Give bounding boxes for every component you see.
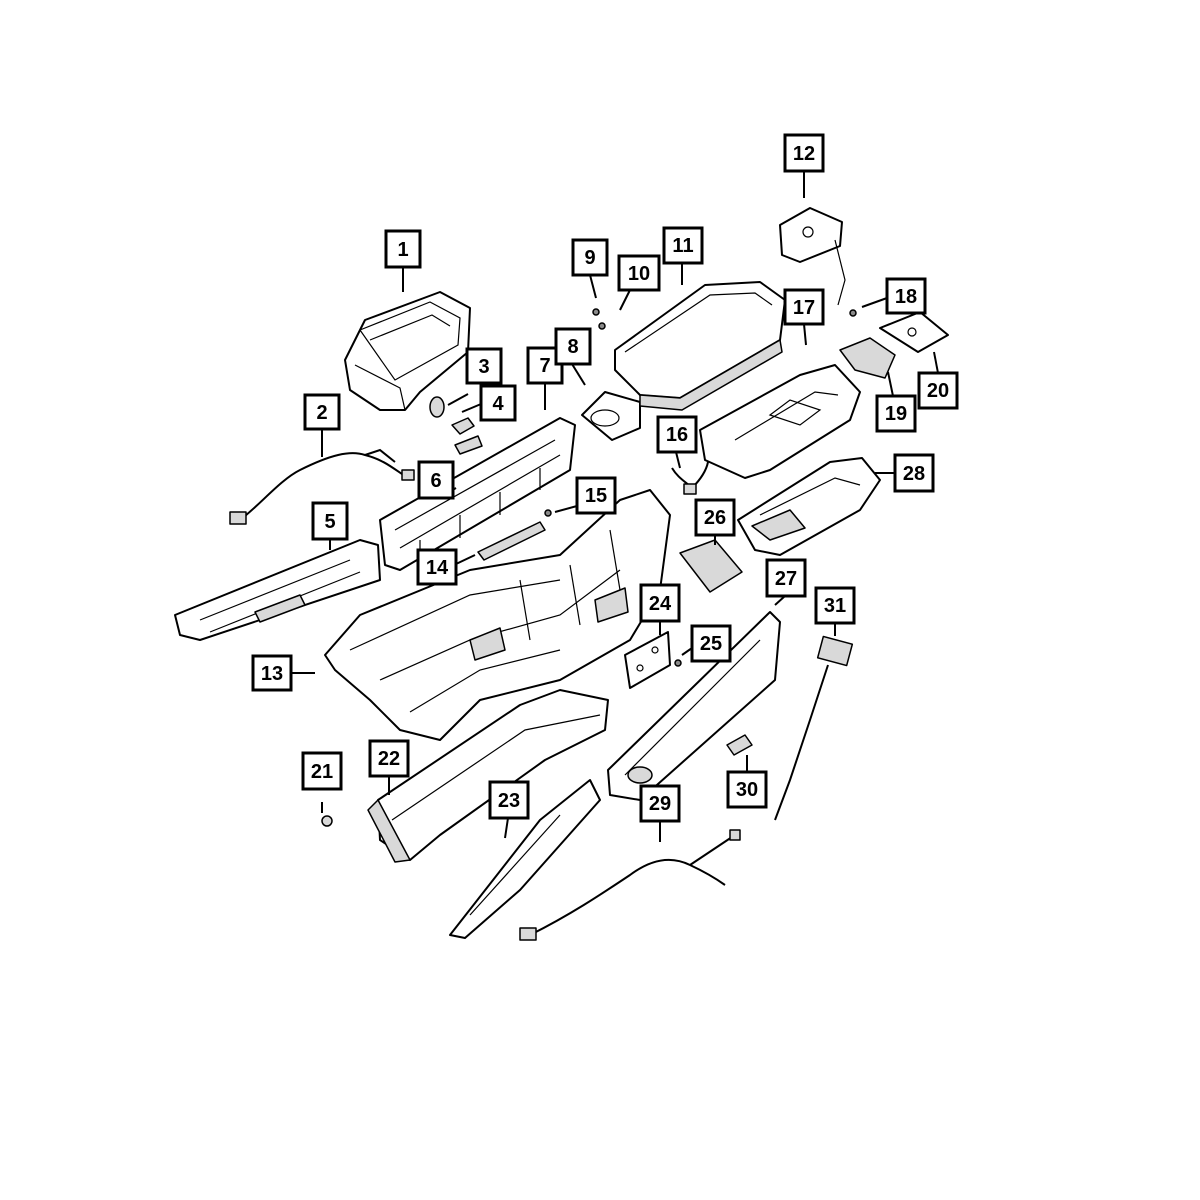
part-lower-trim-panel (449, 779, 601, 939)
callout-5: 5 (311, 501, 349, 541)
part-plate (879, 311, 949, 353)
callout-4: 4 (479, 384, 517, 422)
callout-11: 11 (662, 226, 704, 265)
svg-text:25: 25 (700, 633, 722, 655)
part-screw-18 (849, 309, 857, 317)
callout-31: 31 (814, 586, 856, 625)
callout-16: 16 (656, 415, 698, 454)
svg-text:21: 21 (311, 761, 333, 783)
callout-19: 19 (875, 394, 917, 433)
part-pad (839, 337, 896, 379)
callout-1: 1 (384, 229, 422, 269)
part-side-trim-panel-right (607, 611, 781, 801)
svg-text:5: 5 (324, 511, 335, 533)
svg-text:1: 1 (397, 239, 408, 261)
callout-20: 20 (917, 371, 959, 410)
part-long-strip (477, 521, 546, 561)
callout-24: 24 (639, 583, 681, 623)
callout-28: 28 (893, 453, 935, 493)
svg-text:10: 10 (628, 263, 650, 285)
svg-text:12: 12 (793, 143, 815, 165)
svg-text:29: 29 (649, 793, 671, 815)
callout-13: 13 (251, 654, 293, 692)
callout-25: 25 (690, 624, 732, 663)
svg-text:27: 27 (775, 568, 797, 590)
svg-text:19: 19 (885, 403, 907, 425)
svg-text:2: 2 (316, 402, 327, 424)
svg-text:13: 13 (261, 663, 283, 685)
svg-text:24: 24 (649, 593, 672, 615)
svg-text:23: 23 (498, 790, 520, 812)
svg-text:9: 9 (584, 247, 595, 269)
callout-15: 15 (575, 476, 617, 515)
svg-text:20: 20 (927, 380, 949, 402)
part-bracket (624, 631, 671, 689)
part-air-duct (367, 689, 609, 863)
svg-text:31: 31 (824, 595, 846, 617)
part-small-plug (429, 396, 445, 418)
callout-22: 22 (368, 739, 410, 778)
callout-27: 27 (765, 558, 807, 598)
part-small-tray (679, 539, 743, 593)
part-clip (451, 417, 483, 455)
callout-3: 3 (465, 347, 503, 385)
part-small-switch (726, 734, 753, 756)
part-storage-bin (344, 291, 471, 411)
part-wire-harness-lower (519, 829, 741, 941)
svg-text:16: 16 (666, 424, 688, 446)
svg-text:6: 6 (430, 470, 441, 492)
part-hinge-bracket (779, 207, 846, 306)
callout-26: 26 (694, 498, 736, 537)
callout-14: 14 (416, 548, 458, 586)
svg-text:8: 8 (567, 336, 578, 358)
callout-8: 8 (554, 327, 592, 366)
callout-12: 12 (783, 133, 825, 173)
part-rear-cover (737, 457, 881, 556)
callout-10: 10 (617, 254, 661, 292)
part-connector-harness (671, 461, 709, 495)
svg-text:14: 14 (426, 557, 449, 579)
callout-21: 21 (301, 751, 343, 791)
callout-30: 30 (726, 770, 768, 809)
svg-text:11: 11 (672, 235, 693, 257)
svg-text:22: 22 (378, 748, 400, 770)
svg-text:18: 18 (895, 286, 917, 308)
svg-text:15: 15 (585, 485, 607, 507)
callout-23: 23 (488, 780, 530, 820)
callout-18: 18 (885, 277, 927, 315)
callout-9: 9 (571, 238, 609, 277)
svg-text:7: 7 (539, 355, 550, 377)
callout-6: 6 (417, 460, 455, 500)
part-screw-15 (544, 509, 552, 517)
svg-text:28: 28 (903, 463, 925, 485)
part-wire-harness-left (229, 448, 415, 525)
callout-29: 29 (639, 784, 681, 823)
part-armrest-base-tray (699, 364, 861, 479)
callout-2: 2 (303, 393, 341, 431)
part-nut (321, 815, 333, 827)
svg-text:3: 3 (478, 356, 489, 378)
part-armrest-lid (614, 281, 786, 411)
callout-17: 17 (783, 288, 825, 326)
part-side-trim-panel-left (174, 539, 381, 641)
svg-text:30: 30 (736, 779, 758, 801)
svg-text:4: 4 (492, 393, 504, 415)
svg-text:17: 17 (793, 297, 815, 319)
part-screws-9-10 (592, 308, 606, 330)
part-usb-port-cable (774, 635, 854, 821)
part-screw-25 (674, 659, 682, 667)
svg-text:26: 26 (704, 507, 726, 529)
part-cupholder-insert (581, 391, 641, 441)
part-console-base (324, 489, 671, 741)
